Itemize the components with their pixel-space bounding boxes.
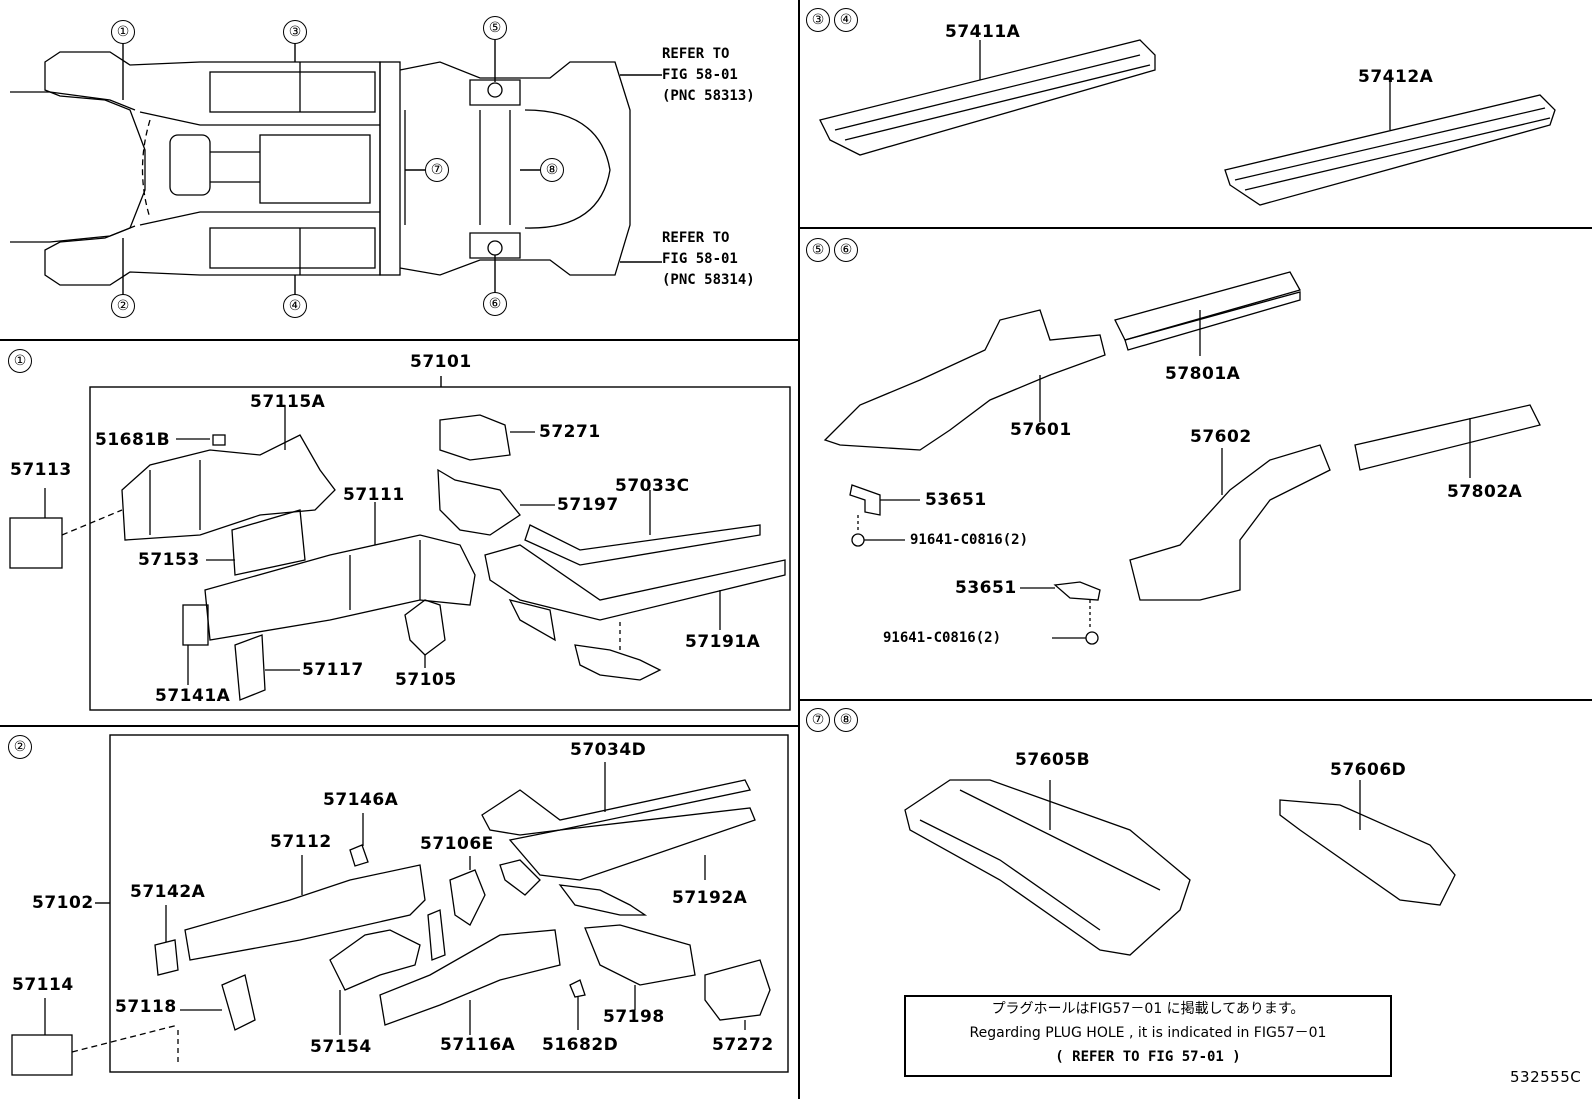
callout-4: ④ — [283, 294, 307, 318]
part-57412A[interactable]: 57412A — [1358, 67, 1434, 87]
bolt-91641-a[interactable]: 91641-C0816(2) — [910, 532, 1029, 548]
section-marker-3: ③ — [806, 8, 830, 32]
part-57605B[interactable]: 57605B — [1015, 750, 1091, 770]
part-57197[interactable]: 57197 — [557, 495, 619, 515]
note-line-jp: プラグホールはFIG57－01 に掲載してあります。 — [991, 1001, 1305, 1017]
callout-8: ⑧ — [540, 158, 564, 182]
part-53651-a[interactable]: 53651 — [925, 490, 987, 510]
part-57115A[interactable]: 57115A — [250, 392, 326, 412]
part-57154[interactable]: 57154 — [310, 1037, 372, 1057]
part-57106E[interactable]: 57106E — [420, 834, 494, 854]
callout-6: ⑥ — [483, 292, 507, 316]
part-57141A[interactable]: 57141A — [155, 686, 231, 706]
bolt-91641-b[interactable]: 91641-C0816(2) — [883, 630, 1002, 646]
part-57117[interactable]: 57117 — [302, 660, 364, 680]
note-line-en: Regarding PLUG HOLE , it is indicated in… — [969, 1025, 1327, 1041]
part-57034D[interactable]: 57034D — [570, 740, 647, 760]
part-57116A[interactable]: 57116A — [440, 1035, 516, 1055]
section-marker-8: ⑧ — [834, 708, 858, 732]
part-57112[interactable]: 57112 — [270, 832, 332, 852]
section-marker-5: ⑤ — [806, 238, 830, 262]
section-marker-1: ① — [8, 349, 32, 373]
section-marker-2: ② — [8, 735, 32, 759]
part-57801A[interactable]: 57801A — [1165, 364, 1241, 384]
part-57606D[interactable]: 57606D — [1330, 760, 1407, 780]
refer-note-top: REFER TO FIG 58-01 (PNC 58313) — [662, 46, 755, 104]
callout-2: ② — [111, 294, 135, 318]
part-51681B[interactable]: 51681B — [95, 430, 171, 450]
section-marker-6: ⑥ — [834, 238, 858, 262]
plug-hole-note: プラグホールはFIG57－01 に掲載してあります。 Regarding PLU… — [904, 995, 1392, 1077]
part-57198[interactable]: 57198 — [603, 1007, 665, 1027]
part-57114[interactable]: 57114 — [12, 975, 74, 995]
part-57111[interactable]: 57111 — [343, 485, 405, 505]
part-51682D[interactable]: 51682D — [542, 1035, 619, 1055]
part-57192A[interactable]: 57192A — [672, 888, 748, 908]
part-57411A[interactable]: 57411A — [945, 22, 1021, 42]
part-57272[interactable]: 57272 — [712, 1035, 774, 1055]
part-57602[interactable]: 57602 — [1190, 427, 1252, 447]
part-57105[interactable]: 57105 — [395, 670, 457, 690]
part-57033C[interactable]: 57033C — [615, 476, 690, 496]
refer-note-bottom: REFER TO FIG 58-01 (PNC 58314) — [662, 230, 755, 288]
part-57191A[interactable]: 57191A — [685, 632, 761, 652]
part-57142A[interactable]: 57142A — [130, 882, 206, 902]
part-57271[interactable]: 57271 — [539, 422, 601, 442]
section-marker-4: ④ — [834, 8, 858, 32]
part-57153[interactable]: 57153 — [138, 550, 200, 570]
callout-7: ⑦ — [425, 158, 449, 182]
callout-5: ⑤ — [483, 16, 507, 40]
part-57118[interactable]: 57118 — [115, 997, 177, 1017]
part-57802A[interactable]: 57802A — [1447, 482, 1523, 502]
callout-3: ③ — [283, 20, 307, 44]
section-marker-7: ⑦ — [806, 708, 830, 732]
figure-code: 532555C — [1510, 1068, 1582, 1086]
part-53651-b[interactable]: 53651 — [955, 578, 1017, 598]
part-57146A[interactable]: 57146A — [323, 790, 399, 810]
part-group-57101[interactable]: 57101 — [410, 352, 472, 372]
note-refer-link[interactable]: ( REFER TO FIG 57-01 ) — [1055, 1049, 1241, 1065]
callout-1: ① — [111, 20, 135, 44]
part-57601[interactable]: 57601 — [1010, 420, 1072, 440]
underbody-overview — [10, 51, 631, 286]
part-group-57102[interactable]: 57102 — [32, 893, 94, 913]
part-57113[interactable]: 57113 — [10, 460, 72, 480]
